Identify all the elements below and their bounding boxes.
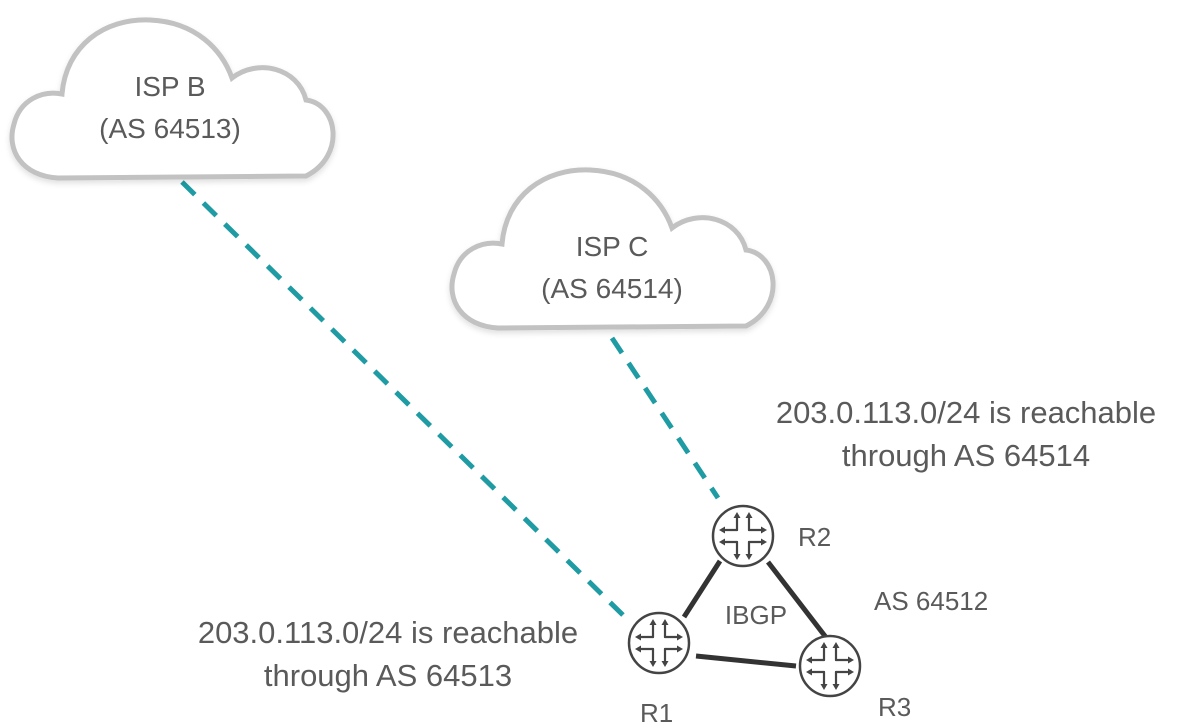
isp-b-asn: (AS 64513) bbox=[99, 113, 241, 144]
router-r2-label: R2 bbox=[798, 522, 831, 552]
r2-route-note-line1: 203.0.113.0/24 is reachable bbox=[776, 395, 1156, 430]
ibgp-link-r1-r2 bbox=[681, 559, 723, 619]
cloud-outline bbox=[449, 167, 776, 331]
cloud-outline bbox=[9, 17, 336, 181]
isp-c-name: ISP C bbox=[576, 231, 649, 262]
router-r3-label: R3 bbox=[878, 692, 911, 722]
local-as-label: AS 64512 bbox=[874, 586, 988, 616]
ebgp-link-isp-c-r2 bbox=[609, 336, 721, 500]
ibgp-link-r1-r3 bbox=[695, 653, 797, 669]
isp-b-cloud: ISP B (AS 64513) bbox=[9, 17, 336, 181]
router-r3-icon bbox=[798, 634, 862, 698]
r2-route-note-line2: through AS 64514 bbox=[842, 438, 1090, 473]
router-r1-label: R1 bbox=[640, 698, 673, 728]
isp-b-name: ISP B bbox=[134, 71, 205, 102]
isp-c-asn: (AS 64514) bbox=[541, 273, 683, 304]
ibgp-label: IBGP bbox=[725, 600, 787, 630]
router-r2-icon bbox=[711, 504, 775, 568]
router-r1-icon bbox=[627, 611, 691, 675]
ebgp-link-isp-b-r1 bbox=[180, 180, 630, 622]
r1-route-note-line2: through AS 64513 bbox=[264, 658, 512, 693]
ibgp-link-r2-r3 bbox=[766, 560, 830, 642]
isp-c-cloud: ISP C (AS 64514) bbox=[449, 167, 776, 331]
r1-route-note-line1: 203.0.113.0/24 is reachable bbox=[198, 615, 578, 650]
